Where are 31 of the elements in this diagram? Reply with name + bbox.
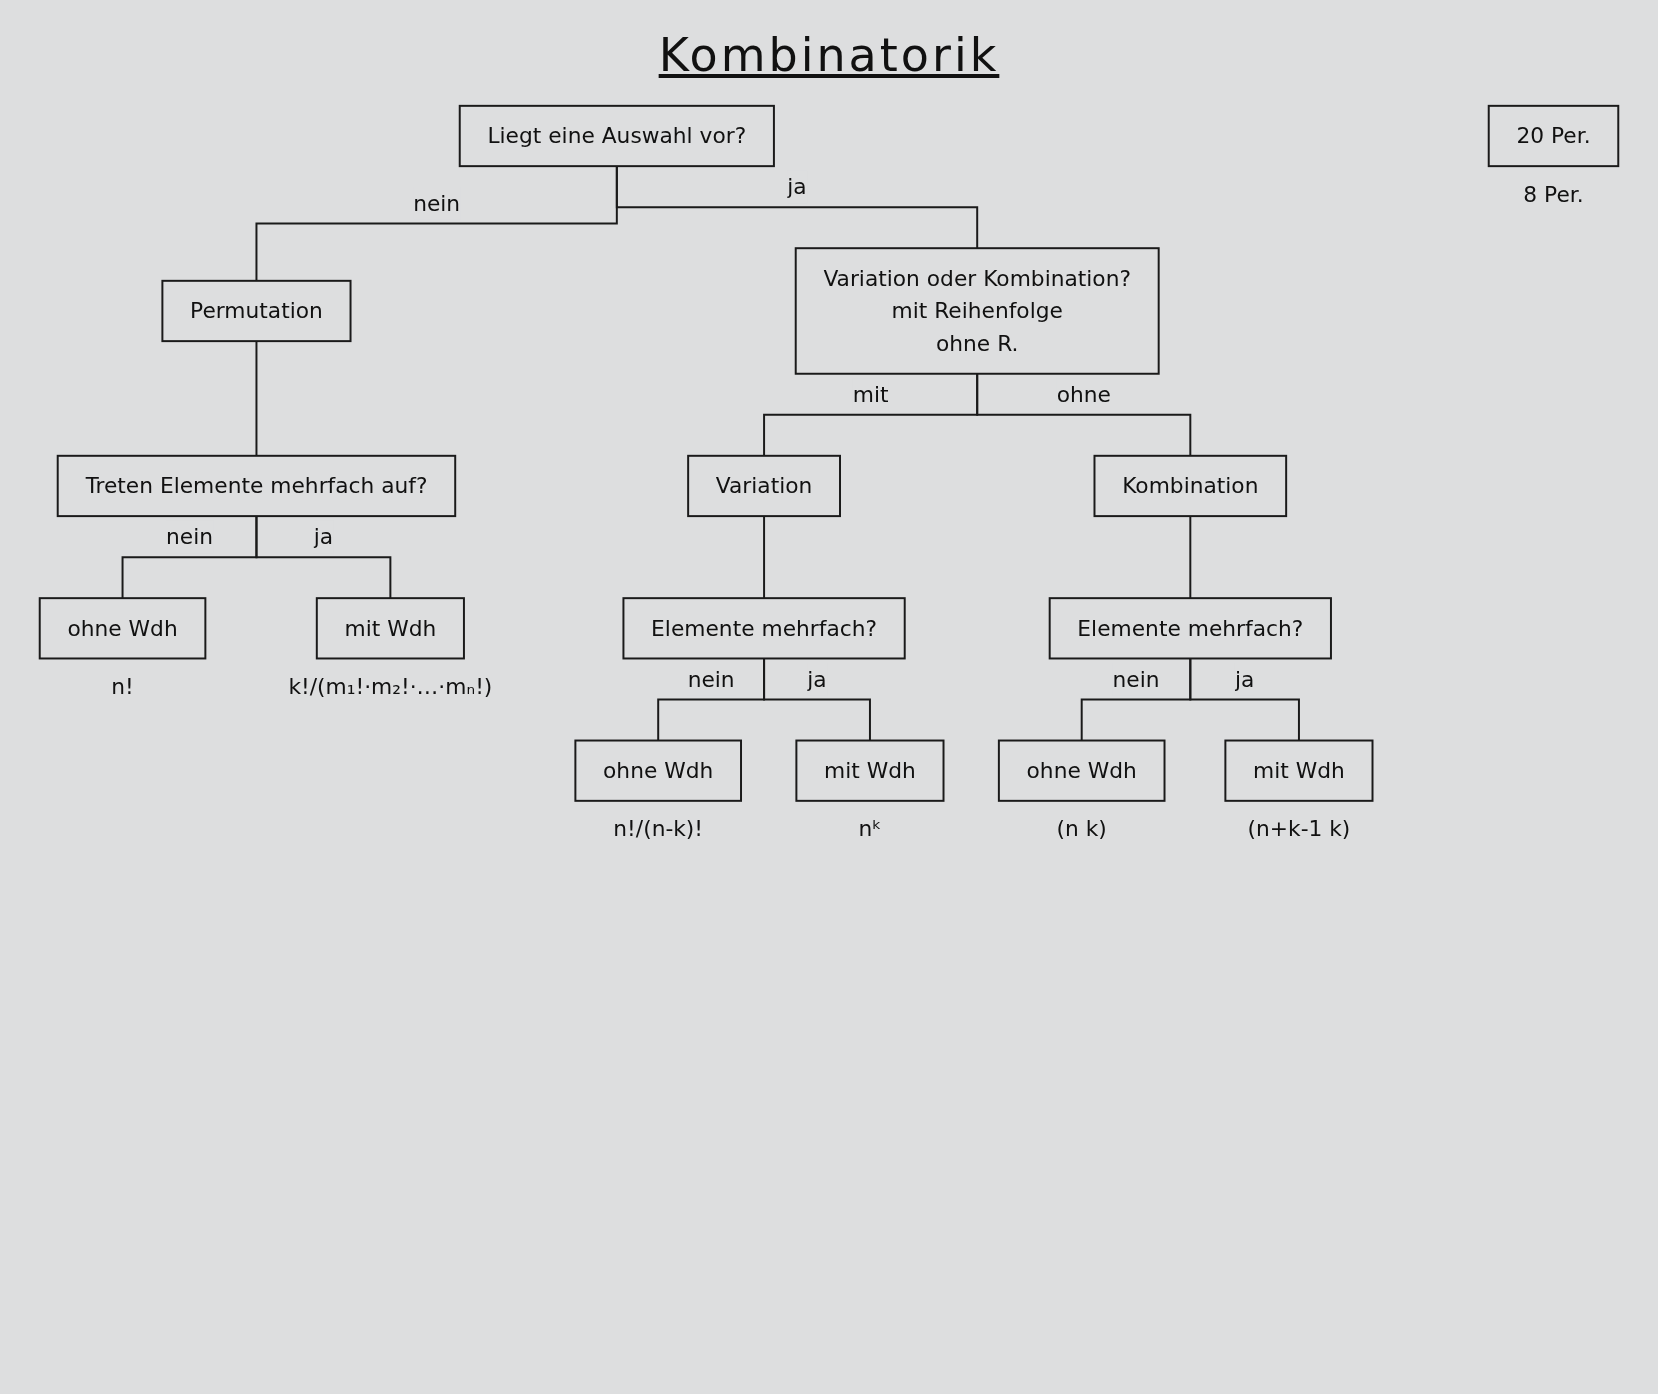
- annotation-text: n!/(n-k)!: [613, 816, 704, 842]
- process-box: Permutation: [161, 279, 352, 343]
- connector-line: [255, 340, 258, 457]
- connector-line: [1189, 515, 1192, 600]
- connector-line: [763, 657, 871, 742]
- process-box: mit Wdh: [315, 597, 465, 660]
- process-box: Elemente mehrfach?: [622, 597, 906, 660]
- process-box: mit Wdh: [1224, 739, 1374, 802]
- process-box: Liegt eine Auswahl vor?: [458, 104, 775, 168]
- process-box: Variation: [687, 454, 841, 518]
- annotation-text: (n+k-1 k): [1247, 816, 1351, 842]
- annotation-text: (n k): [1056, 816, 1107, 842]
- process-box: Variation oder Kombination? mit Reihenfolge ohne R.: [794, 247, 1160, 375]
- connector-line: [255, 515, 392, 600]
- process-box: ohne Wdh: [38, 597, 207, 660]
- connector-line: [763, 515, 766, 600]
- annotation-text: nᵏ: [858, 816, 882, 842]
- process-box: ohne Wdh: [997, 739, 1166, 802]
- connector-line: [976, 372, 1192, 457]
- process-box: mit Wdh: [795, 739, 945, 802]
- annotation-text: k!/(m₁!·m₂!·…·mₙ!): [288, 674, 493, 699]
- title: Kombinatorik: [658, 28, 1000, 82]
- process-box: Kombination: [1093, 454, 1288, 518]
- process-box: ohne Wdh: [574, 739, 742, 802]
- process-box: Elemente mehrfach?: [1048, 597, 1332, 660]
- process-box: Treten Elemente mehrfach auf?: [56, 454, 457, 518]
- process-box: 20 Per.: [1487, 104, 1620, 168]
- connector-line: [1189, 657, 1300, 742]
- annotation-text: 8 Per.: [1523, 181, 1584, 207]
- connector-line: [615, 165, 979, 250]
- annotation-text: n!: [111, 674, 134, 699]
